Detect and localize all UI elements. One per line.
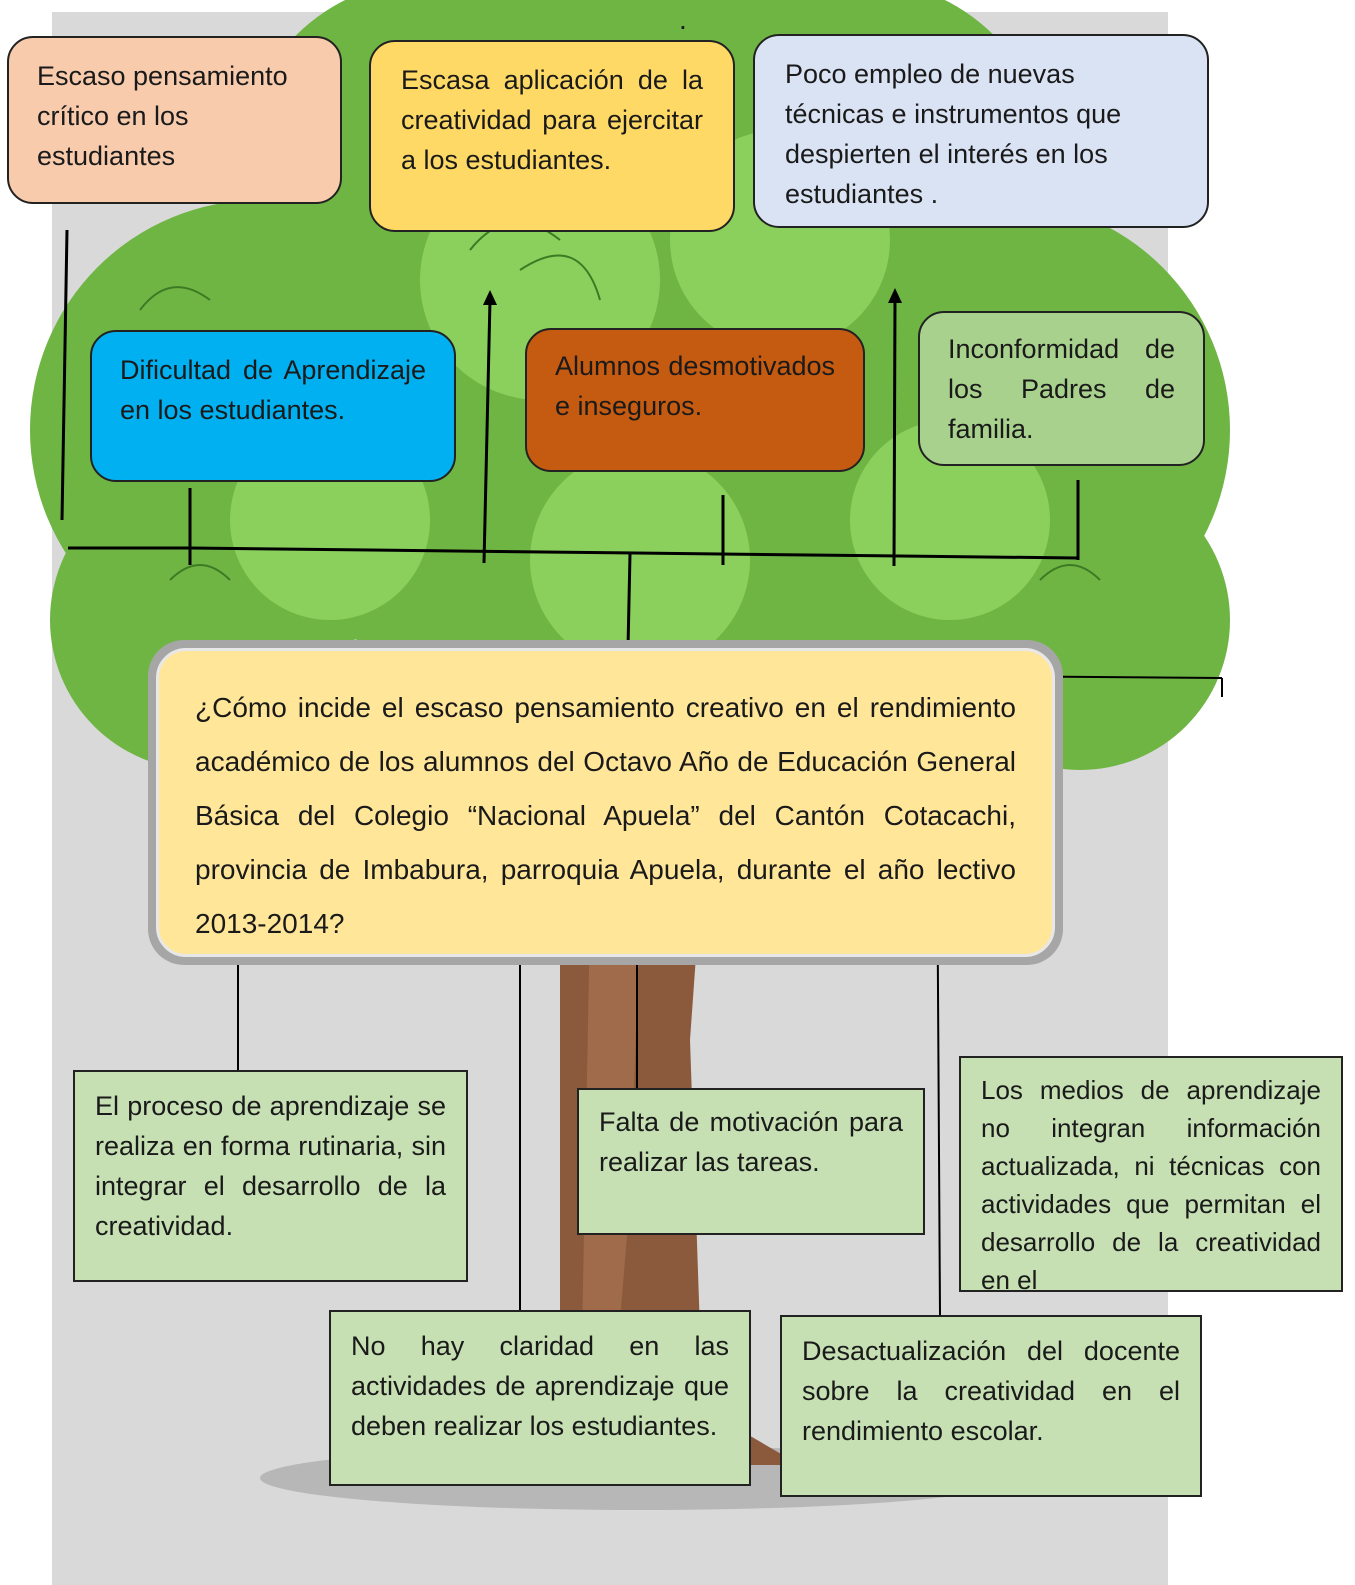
effect-text: Alumnos desmotivados e inseguros. bbox=[555, 351, 835, 421]
connector-lines bbox=[60, 229, 1080, 649]
cause-routine-process: El proceso de aprendizaje se realiza en … bbox=[73, 1070, 468, 1282]
cause-unclear-activities: No hay claridad en las actividades de ap… bbox=[329, 1310, 751, 1486]
arrowheads bbox=[483, 288, 902, 305]
effect-new-techniques: Poco empleo de nuevas técnicas e instrum… bbox=[753, 34, 1209, 228]
cause-text: Desactualización del docente sobre la cr… bbox=[802, 1336, 1180, 1446]
effect-text: Inconformidad de los Padres de familia. bbox=[948, 334, 1175, 444]
effect-unmotivated-students: Alumnos desmotivados e inseguros. bbox=[525, 328, 865, 472]
effect-text: Escaso pensamiento crítico en los estudi… bbox=[37, 61, 288, 171]
cause-lack-motivation: Falta de motivación para realizar las ta… bbox=[577, 1088, 925, 1235]
cause-text: El proceso de aprendizaje se realiza en … bbox=[95, 1091, 446, 1241]
cause-learning-media: Los medios de aprendizaje no integran in… bbox=[959, 1056, 1343, 1292]
effect-parents-dissatisfaction: Inconformidad de los Padres de familia. bbox=[918, 311, 1205, 466]
cause-text: Falta de motivación para realizar las ta… bbox=[599, 1107, 903, 1177]
effect-text: Escasa aplicación de la creatividad para… bbox=[401, 65, 703, 175]
effect-text: Dificultad de Aprendizaje en los estudia… bbox=[120, 355, 426, 425]
effect-critical-thinking: Escaso pensamiento crítico en los estudi… bbox=[7, 36, 342, 204]
top-dot: . bbox=[679, 4, 687, 35]
central-problem-inner: ¿Cómo incide el escaso pensamiento creat… bbox=[156, 648, 1055, 957]
effect-learning-difficulty: Dificultad de Aprendizaje en los estudia… bbox=[90, 330, 456, 482]
effect-text: Poco empleo de nuevas técnicas e instrum… bbox=[785, 59, 1122, 209]
cause-teacher-outdated: Desactualización del docente sobre la cr… bbox=[780, 1315, 1202, 1497]
cause-text: No hay claridad en las actividades de ap… bbox=[351, 1331, 729, 1441]
cause-text: Los medios de aprendizaje no integran in… bbox=[981, 1075, 1321, 1292]
effect-creativity-application: Escasa aplicación de la creatividad para… bbox=[369, 40, 735, 232]
central-problem-box: ¿Cómo incide el escaso pensamiento creat… bbox=[148, 640, 1063, 965]
central-problem-text: ¿Cómo incide el escaso pensamiento creat… bbox=[195, 692, 1016, 939]
